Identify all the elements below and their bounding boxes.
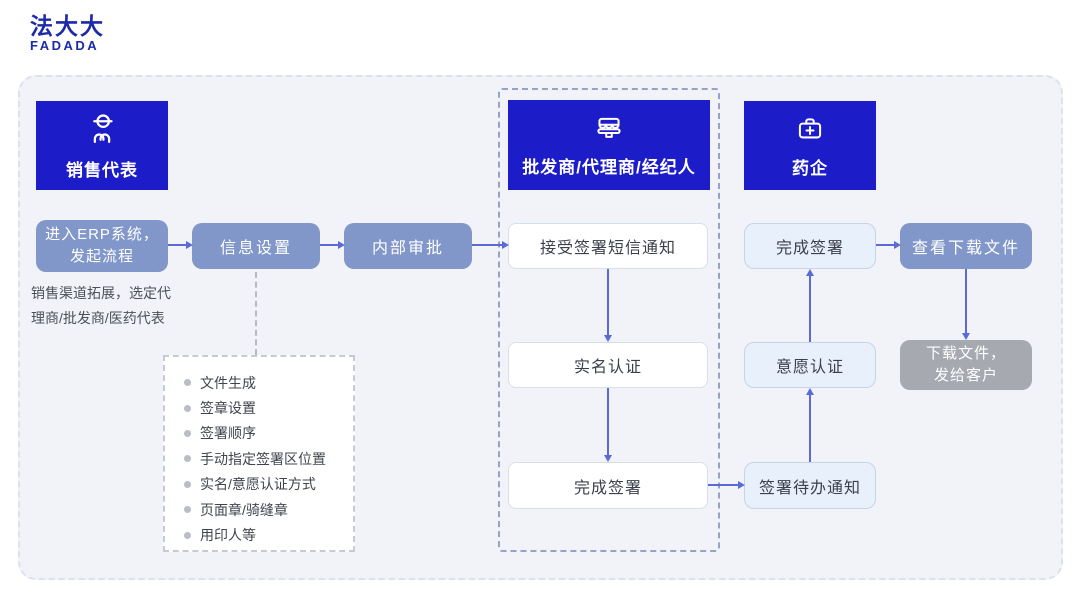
list-item: 签署顺序 [184,421,353,446]
node-download-send: 下载文件， 发给客户 [900,340,1032,390]
erp-note: 销售渠道拓展，选定代 理商/批发商/医药代表 [31,285,171,326]
logo-en: FADADA [30,38,100,54]
list-item: 手动指定签署区位置 [184,446,353,471]
bullet-icon [184,404,191,412]
arrow-sign-to-view [876,241,901,249]
person-icon [83,111,121,149]
medkit-icon [793,113,827,147]
connector-info-to-checklist [255,272,257,355]
lane-title: 批发商/代理商/经纪人 [522,158,696,177]
arrow-view-to-download [962,269,970,340]
fadada-logo: 法大大 FADADA [30,13,105,54]
arrow-will-to-sign [806,269,814,342]
node-internal-approval: 内部审批 [344,223,472,269]
intermediary-lane-outline [498,88,720,552]
bullet-icon [184,531,191,539]
logo-zh: 法大大 [30,13,105,39]
list-item: 签章设置 [184,395,353,420]
arrow-approval-to-sms [472,241,509,249]
arrow-sms-to-realname [604,269,612,342]
node-info-setup: 信息设置 [192,223,320,269]
bullet-icon [184,480,191,488]
node-sms-notice: 接受签署短信通知 [508,223,708,269]
node-real-name-auth: 实名认证 [508,342,708,388]
node-enter-erp: 进入ERP系统， 发起流程 [36,220,168,272]
bullet-icon [184,429,191,437]
lane-title: 药企 [792,158,828,178]
arrow-todo-to-will [806,388,814,462]
lane-title: 销售代表 [66,160,138,180]
list-item: 页面章/骑缝章 [184,497,353,522]
arrow-sign-to-todo [708,481,745,489]
bullet-icon [184,455,191,463]
bullet-icon [184,379,191,387]
lane-header-intermediary: 批发商/代理商/经纪人 [508,100,710,190]
node-complete-sign-mid: 完成签署 [508,462,708,509]
arrow-info-to-approval [320,241,345,249]
arrow-erp-to-info [168,241,193,249]
node-view-download: 查看下载文件 [900,223,1032,269]
bullet-icon [184,506,191,514]
list-item: 用印人等 [184,522,353,547]
store-icon [592,112,626,146]
info-setup-checklist: 文件生成 签章设置 签署顺序 手动指定签署区位置 实名/意愿认证方式 页面章/骑… [163,355,355,552]
node-will-auth: 意愿认证 [744,342,876,388]
list-item: 实名/意愿认证方式 [184,472,353,497]
node-todo-notice: 签署待办通知 [744,462,876,509]
lane-header-sales: 销售代表 [36,101,168,190]
lane-header-pharma: 药企 [744,101,876,190]
node-complete-sign-right: 完成签署 [744,223,876,269]
arrow-realname-to-sign [604,388,612,462]
list-item: 文件生成 [184,370,353,395]
